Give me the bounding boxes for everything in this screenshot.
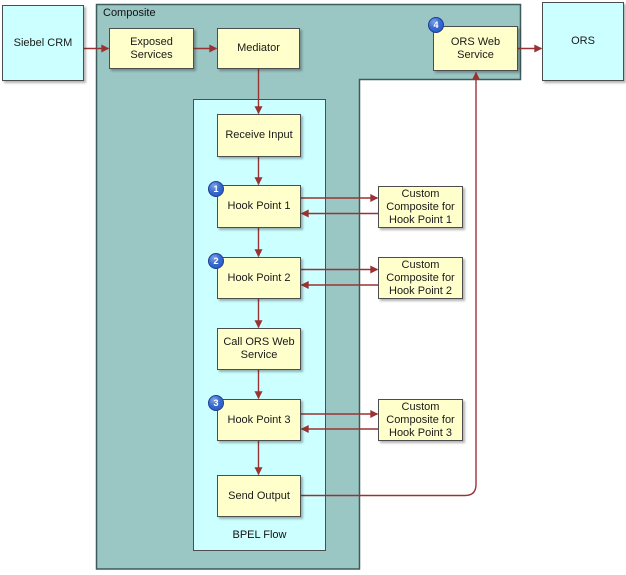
custom-composite-1-node: Custom Composite for Hook Point 1 — [378, 186, 463, 228]
hook-point-2-label: Hook Point 2 — [227, 271, 291, 284]
siebel-crm-node: Siebel CRM — [2, 5, 84, 81]
custom-composite-2-label: Custom Composite for Hook Point 2 — [386, 258, 455, 297]
callout-2-badge: 2 — [208, 253, 224, 269]
callout-4-badge: 4 — [428, 17, 444, 33]
hook-point-2-node: Hook Point 2 — [217, 257, 301, 299]
hook-point-1-node: Hook Point 1 — [217, 185, 301, 228]
exposed-services-node: Exposed Services — [109, 28, 194, 69]
exposed-services-label: Exposed Services — [130, 35, 173, 61]
composite-label: Composite — [103, 7, 156, 19]
hook-point-3-label: Hook Point 3 — [227, 413, 291, 426]
callout-1-badge: 1 — [208, 181, 224, 197]
ors-web-service-label: ORS Web Service — [450, 35, 501, 61]
send-output-node: Send Output — [217, 475, 301, 517]
custom-composite-3-node: Custom Composite for Hook Point 3 — [378, 399, 463, 441]
siebel-crm-label: Siebel CRM — [13, 36, 73, 49]
mediator-label: Mediator — [237, 42, 280, 54]
hook-point-3-node: Hook Point 3 — [217, 399, 301, 441]
custom-composite-3-label: Custom Composite for Hook Point 3 — [386, 400, 455, 439]
custom-composite-2-node: Custom Composite for Hook Point 2 — [378, 257, 463, 299]
custom-composite-1-label: Custom Composite for Hook Point 1 — [386, 187, 455, 226]
receive-input-node: Receive Input — [217, 114, 301, 157]
ors-node: ORS — [542, 2, 624, 81]
ors-label: ORS — [571, 35, 595, 47]
callout-3-badge: 3 — [208, 395, 224, 411]
send-output-label: Send Output — [228, 489, 290, 502]
receive-input-label: Receive Input — [225, 129, 293, 141]
call-ors-web-service-label: Call ORS Web Service — [223, 336, 295, 361]
call-ors-web-service-node: Call ORS Web Service — [217, 328, 301, 370]
bpel-flow-label: BPEL Flow — [232, 529, 287, 541]
hook-point-1-label: Hook Point 1 — [227, 200, 291, 212]
ors-web-service-node: ORS Web Service — [433, 26, 518, 71]
mediator-node: Mediator — [217, 28, 300, 69]
